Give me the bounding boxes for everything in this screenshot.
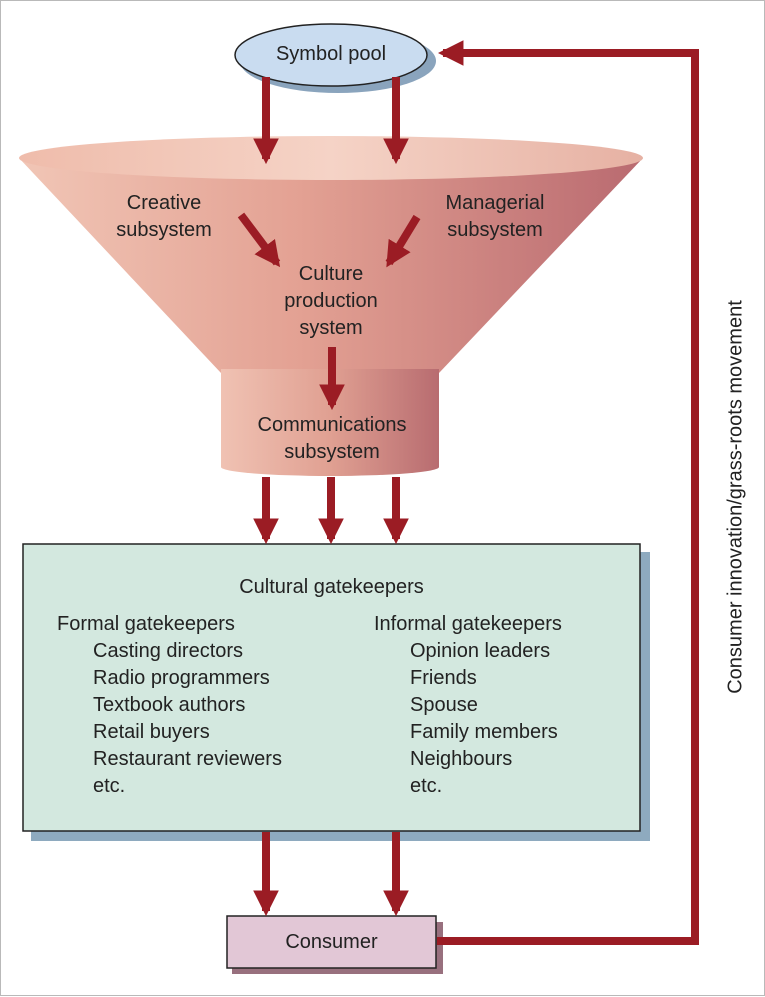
list-item: Textbook authors bbox=[93, 694, 246, 716]
gatekeepers-title: Cultural gatekeepers bbox=[239, 576, 424, 598]
list-item: Casting directors bbox=[93, 640, 244, 662]
list-item: etc. bbox=[93, 775, 126, 797]
formal-gatekeepers-list: Formal gatekeepers Casting directors Rad… bbox=[57, 611, 282, 800]
consumer-box bbox=[226, 915, 437, 969]
list-item: Retail buyers bbox=[93, 721, 210, 743]
funnel-cone bbox=[19, 158, 643, 373]
list-item: etc. bbox=[410, 775, 443, 797]
culture-production-label: Culture production system bbox=[256, 261, 406, 342]
communications-line-2: subsystem bbox=[284, 441, 380, 463]
informal-gatekeepers-list: Informal gatekeepers Opinion leaders Fri… bbox=[374, 611, 562, 800]
list-item: Opinion leaders bbox=[410, 640, 551, 662]
list-item: Neighbours bbox=[410, 748, 513, 770]
arrow-creative-to-culture bbox=[237, 212, 281, 268]
communications-line-1: Communications bbox=[257, 414, 407, 436]
symbol-pool-ellipse bbox=[234, 23, 428, 87]
managerial-line-2: subsystem bbox=[447, 219, 543, 241]
consumer-label: Consumer bbox=[285, 931, 378, 953]
list-item: Restaurant reviewers bbox=[93, 748, 282, 770]
feedback-loop-arrow bbox=[437, 40, 699, 945]
creative-line-2: subsystem bbox=[116, 219, 212, 241]
symbol-pool-label: Symbol pool bbox=[275, 43, 387, 65]
funnel-spout bbox=[221, 369, 439, 476]
culture-line-1: Culture bbox=[298, 263, 364, 285]
list-item: Friends bbox=[410, 667, 477, 689]
communications-subsystem-label: Communications subsystem bbox=[221, 412, 443, 466]
creative-subsystem-label: Creative subsystem bbox=[99, 190, 229, 244]
informal-gatekeepers-heading: Informal gatekeepers bbox=[374, 613, 562, 635]
managerial-subsystem-label: Managerial subsystem bbox=[425, 190, 565, 244]
funnel-rim bbox=[19, 136, 643, 180]
list-item: Radio programmers bbox=[93, 667, 270, 689]
funnel bbox=[19, 136, 643, 476]
gatekeeper-box bbox=[22, 543, 641, 832]
feedback-loop-label: Consumer innovation/grass-roots movement bbox=[724, 300, 747, 694]
arrow-managerial-to-culture bbox=[385, 214, 421, 268]
list-item: Spouse bbox=[410, 694, 478, 716]
culture-line-3: system bbox=[299, 317, 363, 339]
list-item: Family members bbox=[410, 721, 558, 743]
culture-line-2: production bbox=[284, 290, 378, 312]
formal-gatekeepers-heading: Formal gatekeepers bbox=[57, 613, 235, 635]
creative-line-1: Creative bbox=[126, 192, 202, 214]
managerial-line-1: Managerial bbox=[445, 192, 545, 214]
